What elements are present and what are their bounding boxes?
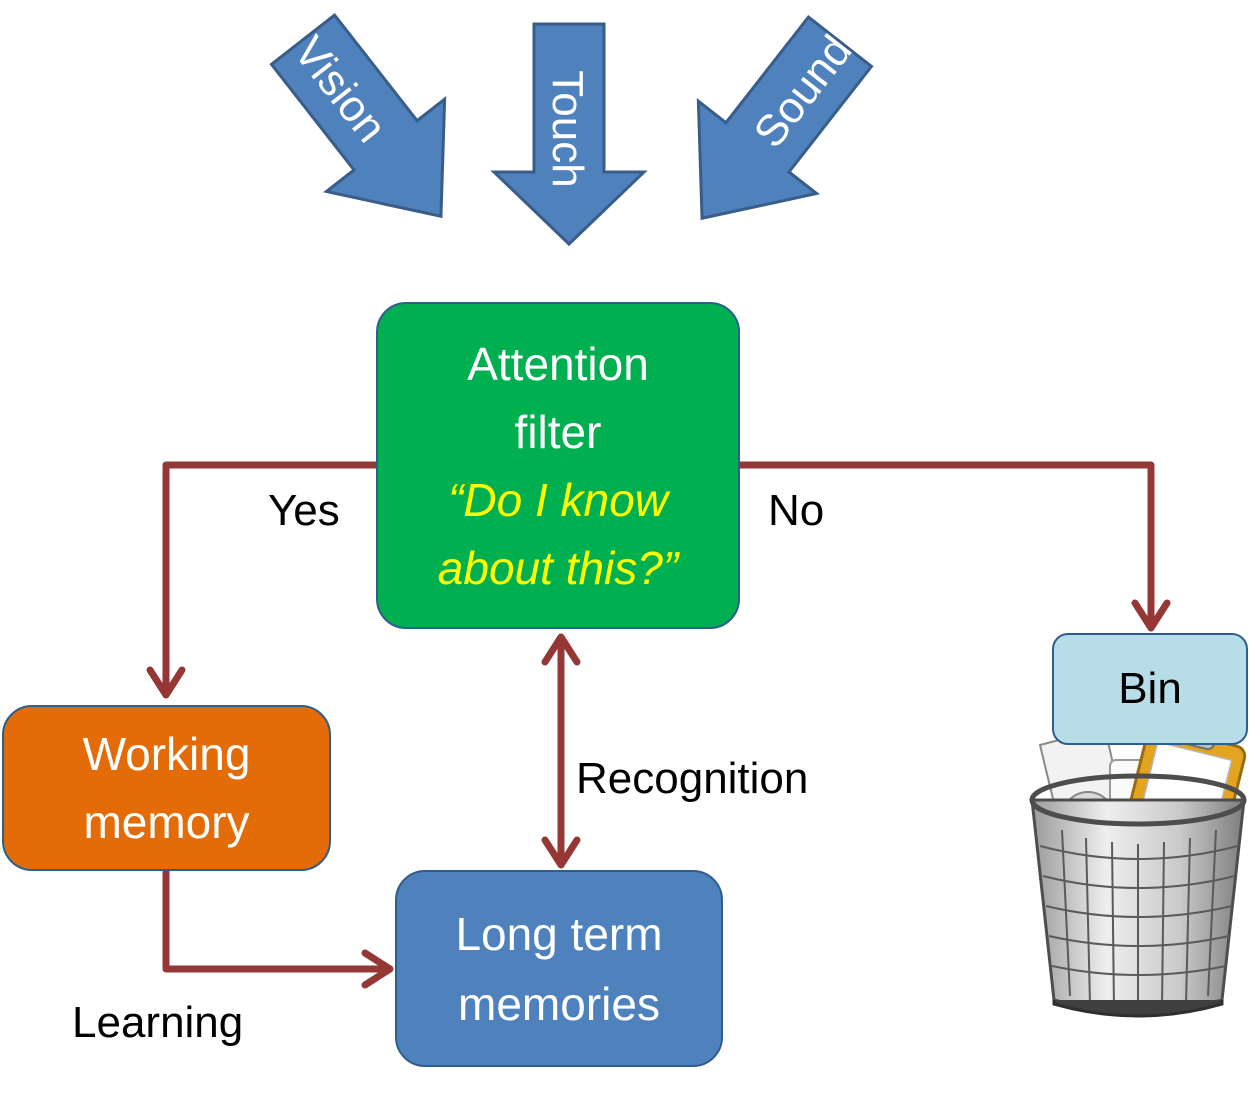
touch-label: Touch	[543, 70, 592, 187]
yes-label: Yes	[268, 486, 340, 535]
working-memory-line2: memory	[83, 796, 250, 848]
learning-arrowhead	[361, 949, 394, 989]
working-memory-box: Working memory	[2, 705, 331, 871]
trash-bin-icon	[1029, 721, 1247, 1018]
learning-label: Learning	[72, 998, 244, 1047]
yes-arrowhead	[146, 666, 186, 699]
recognition-label: Recognition	[576, 754, 809, 803]
bin-box: Bin	[1052, 633, 1248, 745]
long-term-line2: memories	[458, 977, 660, 1030]
yes-connector	[162, 461, 380, 694]
long-term-memories-box: Long term memories	[395, 870, 723, 1067]
attention-title-line2: filter	[514, 405, 602, 458]
vision-arrow: Vision	[269, 13, 447, 219]
no-connector	[736, 461, 1155, 629]
attention-question-line2: about this?”	[437, 541, 679, 594]
learning-connector	[162, 867, 392, 973]
no-arrowhead	[1131, 599, 1171, 632]
working-memory-line1: Working	[82, 728, 251, 780]
no-label: No	[768, 486, 825, 535]
sound-arrow: Sound	[696, 15, 874, 221]
bin-label: Bin	[1118, 664, 1182, 713]
attention-question-line1: “Do I know	[448, 473, 668, 526]
recognition-arrowhead-bottom	[541, 836, 581, 869]
recognition-arrowhead-top	[541, 633, 581, 666]
long-term-line1: Long term	[455, 907, 663, 960]
attention-title-line1: Attention	[467, 337, 649, 390]
attention-filter-box: Attention filter “Do I know about this?”	[376, 302, 740, 629]
touch-arrow: Touch	[490, 22, 648, 247]
